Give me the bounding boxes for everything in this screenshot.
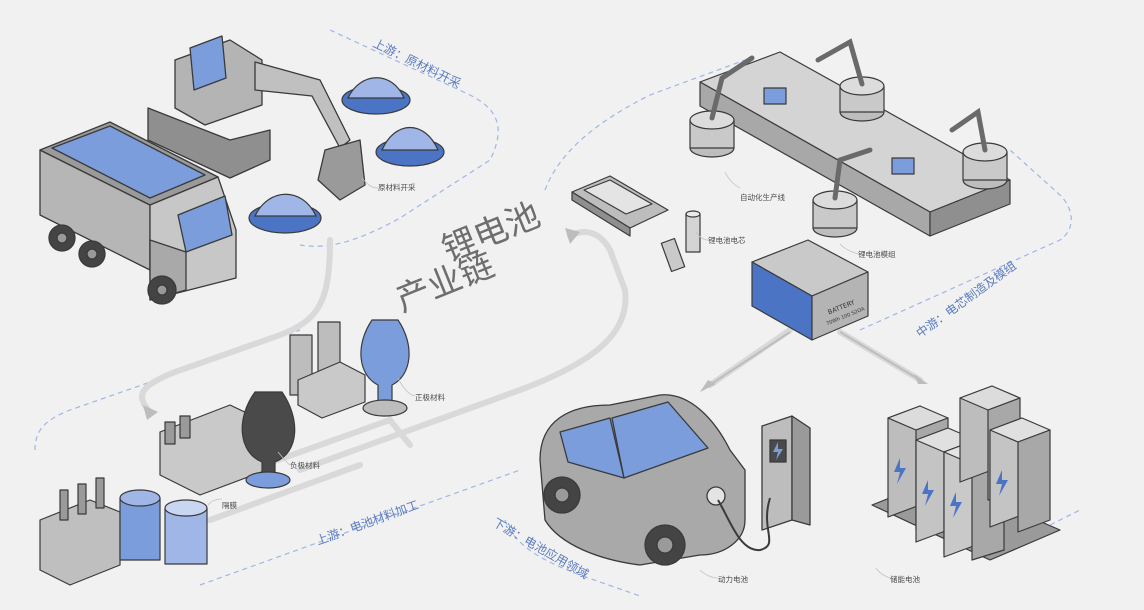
truck-windshield xyxy=(177,195,233,253)
truck-load xyxy=(51,125,206,199)
car-charge-port xyxy=(706,486,726,506)
separator-chimney-1 xyxy=(59,489,69,521)
separator-plant xyxy=(39,477,208,586)
label-power-battery: 动力电池 xyxy=(718,574,748,584)
flow-branch-2 xyxy=(207,462,363,523)
li-cell-1 xyxy=(660,237,686,273)
bolt-icon-1 xyxy=(894,458,906,484)
bolt-icon-3 xyxy=(950,492,962,518)
dump-truck xyxy=(39,121,237,305)
flow-processing-to-midstream xyxy=(297,229,629,473)
label-auto-line: 自动化生产线 xyxy=(740,192,785,202)
leader-lines xyxy=(207,171,891,579)
bolt-icon-2 xyxy=(922,480,934,506)
charger-cable xyxy=(717,497,771,552)
anode-chimney-1 xyxy=(164,421,176,445)
anode-chimney-2 xyxy=(179,415,191,439)
ore-piles xyxy=(248,77,445,234)
cathode-building xyxy=(297,361,366,419)
robot-arm-3 xyxy=(832,147,873,201)
section-upstream-processing: 上游：电池材料加工 xyxy=(314,498,420,548)
phone-screen xyxy=(583,179,653,215)
label-raw-mining: 原材料开采 xyxy=(378,182,416,192)
cathode-plant xyxy=(289,319,410,419)
label-cathode: 正极材料 xyxy=(415,392,445,402)
flow-mining-to-processing xyxy=(139,237,333,415)
excavator-bucket xyxy=(317,139,366,201)
line-box-1 xyxy=(763,87,787,105)
electric-car xyxy=(539,394,746,566)
midstream-outline xyxy=(544,59,1072,331)
cathode-flask xyxy=(360,319,410,403)
module-side xyxy=(811,271,869,341)
production-line xyxy=(689,51,1011,238)
phone-and-cells xyxy=(571,175,701,273)
processing-outline xyxy=(34,329,521,586)
battery-module xyxy=(751,239,869,341)
arrow-to-midstream xyxy=(565,228,580,244)
robot-arm-2 xyxy=(815,38,865,87)
charging-station xyxy=(761,415,811,531)
label-li-cell: 锂电池电芯 xyxy=(708,235,746,245)
robot-arms xyxy=(709,38,988,201)
separator-roll-1 xyxy=(119,497,161,561)
pile-3 xyxy=(254,193,317,217)
label-storage-battery: 储能电池 xyxy=(890,574,920,584)
excavator-cab-window xyxy=(189,35,227,91)
bolt-icon-4 xyxy=(996,470,1008,496)
arrow-line-storage xyxy=(839,331,926,384)
label-separator: 隔膜 xyxy=(222,500,237,510)
separator-roll-2 xyxy=(164,507,208,565)
robot-arm-4 xyxy=(949,107,988,153)
arrow-to-processing xyxy=(143,405,158,420)
flow-branch-1 xyxy=(247,416,413,473)
label-li-module: 锂电池模组 xyxy=(858,249,896,259)
separator-building xyxy=(39,499,121,586)
excavator xyxy=(147,35,366,201)
car-windshield xyxy=(611,401,709,479)
li-cell-2 xyxy=(685,213,701,253)
line-box-2 xyxy=(891,157,915,175)
separator-chimney-2 xyxy=(77,483,87,515)
excavator-track xyxy=(147,107,271,179)
separator-chimney-3 xyxy=(95,477,105,509)
storage-bolts xyxy=(894,458,1008,518)
storage-cabinets xyxy=(871,385,1061,561)
robot-arm-1 xyxy=(709,55,755,121)
anode-plant xyxy=(159,391,296,496)
arrow-to-storage xyxy=(914,374,928,384)
label-anode: 负极材料 xyxy=(290,460,320,470)
arrow-line-car xyxy=(701,331,791,391)
charger-side xyxy=(791,415,811,526)
pile-2 xyxy=(381,126,439,151)
charger-bolt-icon xyxy=(773,442,783,460)
pile-1 xyxy=(347,77,405,99)
conveyor-end xyxy=(929,179,1011,237)
